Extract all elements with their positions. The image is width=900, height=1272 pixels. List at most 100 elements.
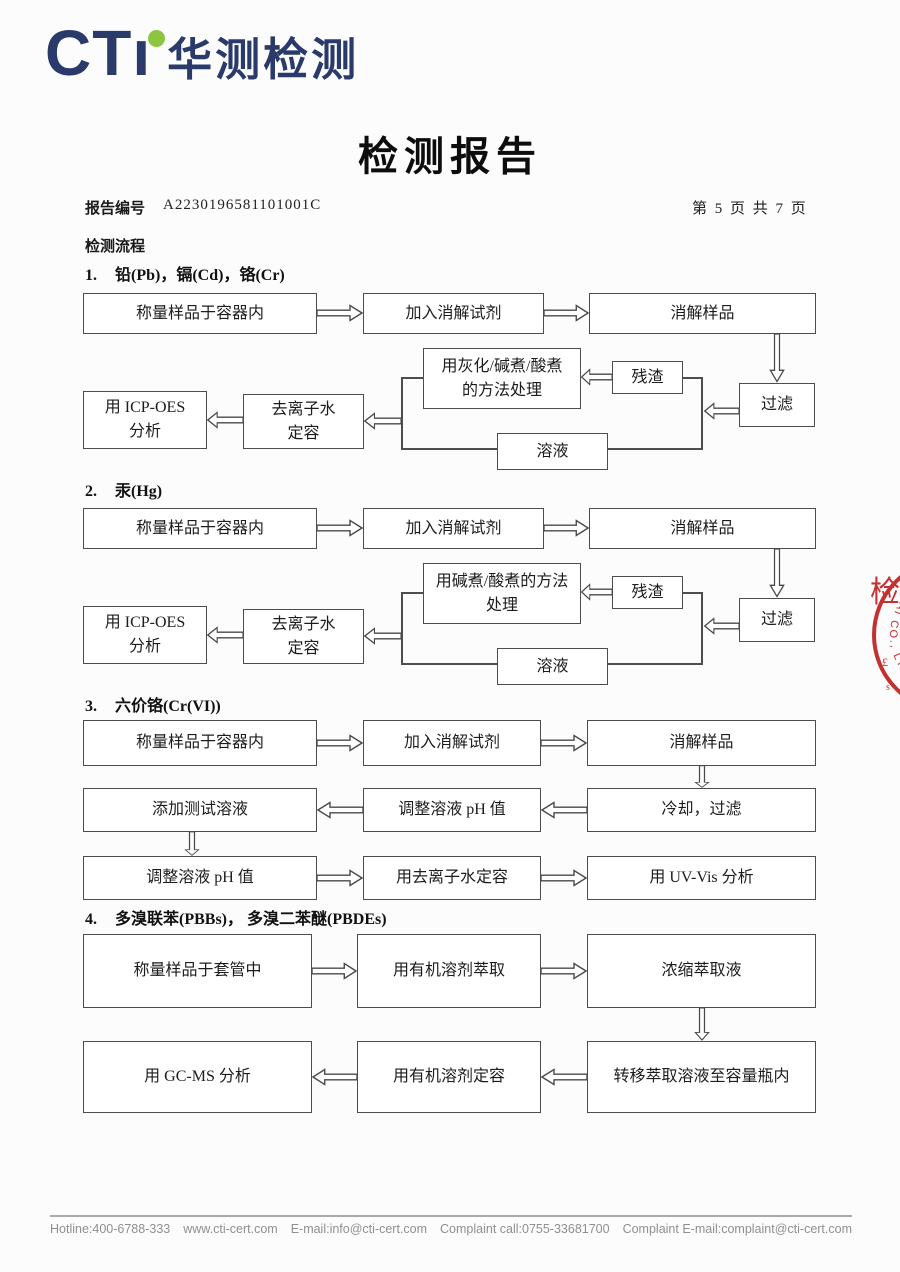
arrow-down-icon xyxy=(769,334,785,383)
arrow-left-icon xyxy=(364,412,401,430)
flow-section-title: 检测流程 xyxy=(85,239,146,255)
arrow-right-icon xyxy=(317,519,363,537)
arrow-right-icon xyxy=(541,869,587,887)
flow3-heading-label: 六价铬(Cr(VI)) xyxy=(115,698,221,715)
flow1-step-dilute-line1: 去离子水 xyxy=(271,400,336,418)
flow1-step-analyze-line2: 分析 xyxy=(128,423,161,440)
flow1-heading-number: 1. xyxy=(85,267,97,284)
flow3-heading-number: 3. xyxy=(85,698,97,715)
seal-mark: s xyxy=(886,682,890,693)
arrow-right-icon xyxy=(312,962,357,980)
flow2-step-analyze: 用 ICP-OES 分析 xyxy=(83,606,207,664)
flow3-step-adjust-ph: 调整溶液 pH 值 xyxy=(363,788,541,832)
flow1-step-solution: 溶液 xyxy=(497,433,608,470)
footer-hotline: Hotline:400-6788-333 xyxy=(50,1222,171,1236)
flow3-step-adjust-ph2: 调整溶液 pH 值 xyxy=(83,856,317,900)
arrow-left-icon xyxy=(541,1068,587,1086)
connector-line xyxy=(683,592,703,594)
arrow-down-icon xyxy=(769,549,785,598)
arrow-right-icon xyxy=(317,869,363,887)
flow4-step-transfer: 转移萃取溶液至容量瓶内 xyxy=(587,1041,816,1113)
flow2-step-solution: 溶液 xyxy=(497,648,608,685)
flow4-step-gcms: 用 GC-MS 分析 xyxy=(83,1041,312,1113)
flow3-step-uv-analyze: 用 UV-Vis 分析 xyxy=(587,856,816,900)
connector-line xyxy=(401,592,423,594)
arrow-right-icon xyxy=(544,519,589,537)
connector-line xyxy=(701,592,703,663)
report-no-value: A2230196581101001C xyxy=(163,197,322,213)
arrow-left-icon xyxy=(581,368,612,386)
report-no-label: 报告编号 xyxy=(85,201,146,217)
page-number-info: 第 5 页 共 7 页 xyxy=(692,201,808,217)
flow1-step-filter: 过滤 xyxy=(739,383,815,427)
flow1-step-treat-line1: 用灰化/碱煮/酸煮 xyxy=(441,357,563,375)
connector-line xyxy=(701,377,703,448)
flow2-heading-label: 汞(Hg) xyxy=(115,483,163,500)
cti-logo-wordmark: CTı xyxy=(45,17,152,89)
flow2-step-dilute: 去离子水 定容 xyxy=(243,609,364,664)
flow3-step-digest: 消解样品 xyxy=(587,720,816,766)
logo-green-dot-icon xyxy=(148,30,165,47)
flow1-step-residue: 残渣 xyxy=(612,361,683,394)
flow1-step-weigh: 称量样品于容器内 xyxy=(83,293,317,334)
flow2-step-add-reagent: 加入消解试剂 xyxy=(363,508,544,549)
flow2-step-filter: 过滤 xyxy=(739,598,815,642)
arrow-left-icon xyxy=(581,583,612,601)
flow2-step-residue: 残渣 xyxy=(612,576,683,609)
footer-divider xyxy=(50,1215,852,1217)
page-title: 检测报告 xyxy=(358,134,542,179)
connector-line xyxy=(683,377,703,379)
flow4-step-weigh: 称量样品于套管中 xyxy=(83,934,312,1008)
arrow-left-icon xyxy=(541,801,587,819)
flow1-step-dilute: 去离子水 定容 xyxy=(243,394,364,449)
arrow-left-icon xyxy=(704,402,739,420)
footer: Hotline:400-6788-333 www.cti-cert.com E-… xyxy=(50,1222,852,1236)
company-seal-stamp: SHANGHAI CO., LTD 检 £ s xyxy=(870,572,900,695)
flow2-step-analyze-line1: 用 ICP-OES xyxy=(104,614,186,631)
footer-complaint-email: Complaint E-mail:complaint@cti-cert.com xyxy=(622,1222,852,1236)
flow3-heading: 3. 六价铬(Cr(VI)) xyxy=(85,692,221,716)
arrow-left-icon xyxy=(704,617,739,635)
connector-line xyxy=(401,377,403,448)
seal-mark: £ xyxy=(882,655,888,669)
arrow-left-icon xyxy=(317,801,363,819)
arrow-left-icon xyxy=(312,1068,357,1086)
flow2-step-dilute-line1: 去离子水 xyxy=(271,615,336,633)
flow1-step-analyze-line1: 用 ICP-OES xyxy=(104,399,186,416)
flow4-step-concentrate: 浓缩萃取液 xyxy=(587,934,816,1008)
cti-logo: CTı 华测检测 xyxy=(45,17,360,89)
arrow-right-icon xyxy=(317,734,363,752)
connector-line xyxy=(401,377,423,379)
arrow-left-icon xyxy=(364,627,401,645)
flow2-heading-number: 2. xyxy=(85,483,97,500)
cti-logo-chinese: 华测检测 xyxy=(167,33,360,85)
flow2-step-treat-line1: 用碱煮/酸煮的方法 xyxy=(435,572,569,590)
arrow-right-icon xyxy=(541,734,587,752)
flow1-step-treat-line2: 的方法处理 xyxy=(461,381,542,399)
flow2-step-treat-line2: 处理 xyxy=(485,596,518,614)
flow1-heading-label: 铅(Pb)，镉(Cd)，铬(Cr) xyxy=(115,267,285,284)
arrow-right-icon xyxy=(544,304,589,322)
flow2-step-weigh: 称量样品于容器内 xyxy=(83,508,317,549)
flow3-step-cool-filter: 冷却，过滤 xyxy=(587,788,816,832)
flow2-step-treat: 用碱煮/酸煮的方法 处理 xyxy=(423,563,581,624)
arrow-down-icon xyxy=(184,832,200,856)
flow2-step-digest: 消解样品 xyxy=(589,508,816,549)
flow3-step-weigh: 称量样品于容器内 xyxy=(83,720,317,766)
seal-glyph: 检 xyxy=(870,576,900,609)
flow1-step-digest: 消解样品 xyxy=(589,293,816,334)
footer-email: E-mail:info@cti-cert.com xyxy=(290,1222,428,1236)
flow4-step-extract: 用有机溶剂萃取 xyxy=(357,934,541,1008)
arrow-left-icon xyxy=(207,411,243,429)
flow3-step-add-test: 添加测试溶液 xyxy=(83,788,317,832)
footer-complaint-call: Complaint call:0755-33681700 xyxy=(440,1222,610,1236)
flow3-step-add-reagent: 加入消解试剂 xyxy=(363,720,541,766)
flow1-step-dilute-line2: 定容 xyxy=(287,424,320,442)
arrow-right-icon xyxy=(541,962,587,980)
footer-website: www.cti-cert.com xyxy=(183,1222,278,1236)
flow4-heading-number: 4. xyxy=(85,911,97,928)
flow1-step-add-reagent: 加入消解试剂 xyxy=(363,293,544,334)
flow4-heading-label: 多溴联苯(PBBs)， 多溴二苯醚(PBDEs) xyxy=(115,911,387,928)
flow2-heading: 2. 汞(Hg) xyxy=(85,477,162,501)
flow3-step-di-dilute: 用去离子水定容 xyxy=(363,856,541,900)
